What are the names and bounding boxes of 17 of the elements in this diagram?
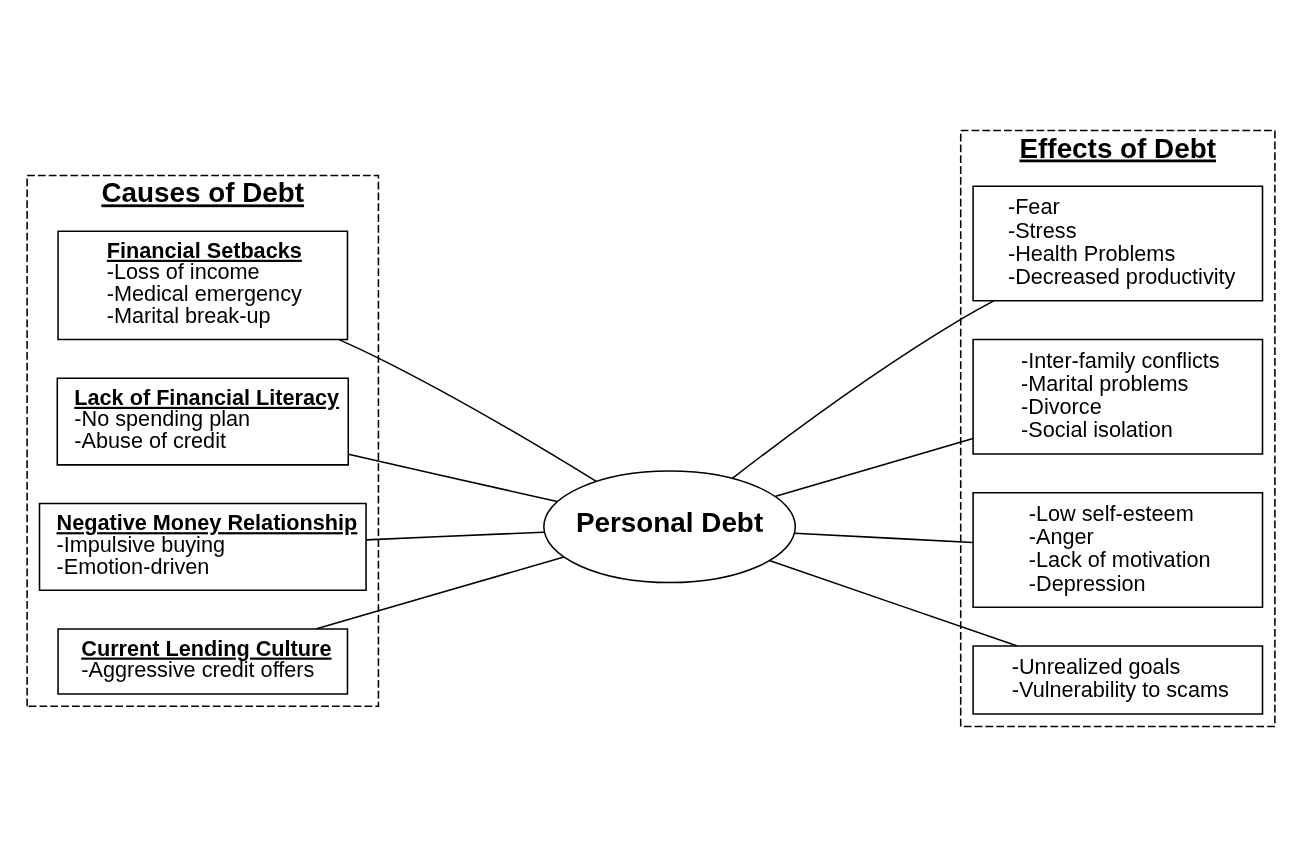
connector [774,437,974,498]
connector [768,559,1018,647]
connector [347,453,558,503]
node-box: Financial Setbacks -Loss of income -Medical emergency -Marital break-up [57,230,349,341]
node-box: -Inter-family conflicts -Marital problems -Divorce -Social isolation [972,338,1264,455]
node-box: -Low self-esteem -Anger -Lack of motivation -Depression [972,491,1264,609]
node-box: Lack of Financial Literacy -No spending plan -Abuse of credit [56,377,350,466]
node-ellipse: Personal Debt [543,470,797,584]
connector [731,300,995,480]
node-box: Negative Money Relationship -Impulsive buying -Emotion-driven [38,502,367,591]
node-box: -Fear -Stress -Health Problems -Decreased productivity [972,185,1264,302]
node-box: -Unrealized goals -Vulnerability to scams [972,645,1264,715]
connector [365,531,545,541]
connector [338,338,598,483]
node-box: Current Lending Culture -Aggressive credit offers [57,628,349,695]
connector [315,556,565,630]
connector [793,532,974,544]
